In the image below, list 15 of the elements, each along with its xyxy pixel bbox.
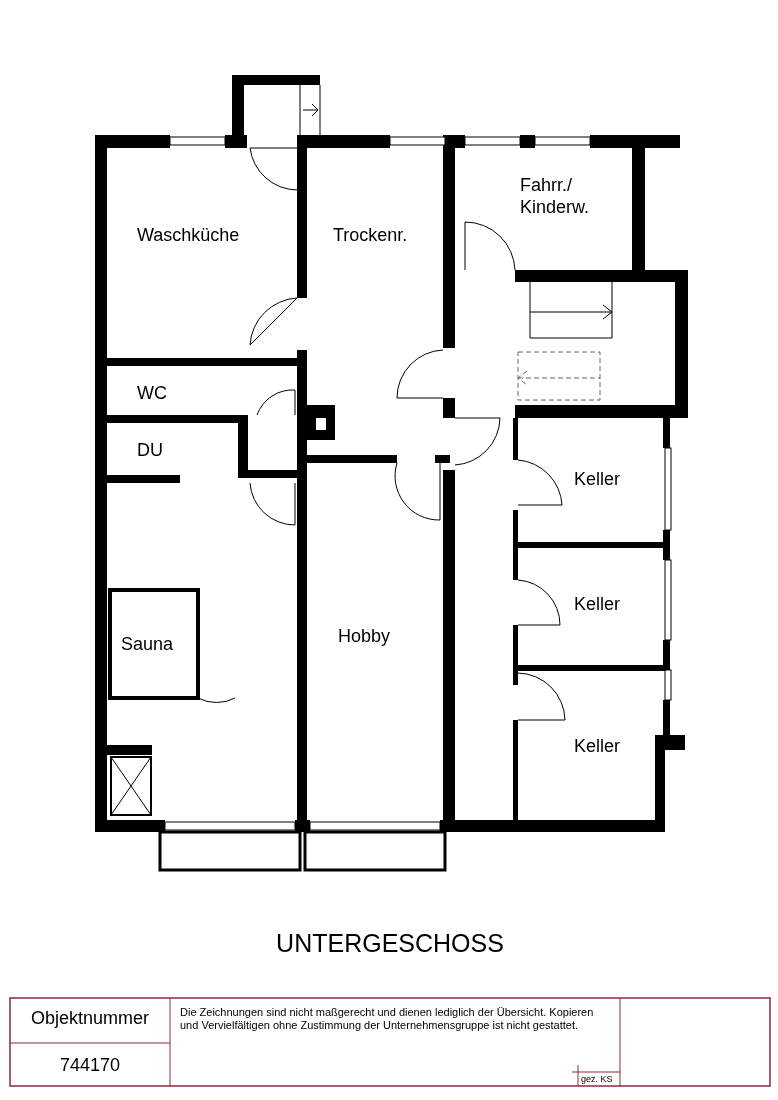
room-label: Fahrr./ Kinderw. bbox=[520, 175, 591, 219]
room-label: Keller bbox=[574, 469, 621, 491]
room-label: Trockenr. bbox=[333, 225, 408, 247]
room-label: Keller bbox=[574, 736, 621, 758]
table-cell-text: 744170 bbox=[58, 1055, 122, 1077]
disclaimer-text: Die Zeichnungen sind nicht maßgerecht und dienen lediglich der Übersicht. Kopieren und Vervielfältigen ohne Zustimmung der Unternehmensgruppe ist nicht gestattet. bbox=[180, 1006, 595, 1033]
room-label: DU bbox=[137, 440, 163, 462]
floor-title: UNTERGESCHOSS bbox=[275, 928, 505, 958]
room-label: Waschküche bbox=[137, 225, 240, 247]
signature-text: gez. KS bbox=[581, 1074, 613, 1085]
room-label: WC bbox=[137, 383, 167, 405]
room-label: Sauna bbox=[121, 634, 174, 656]
room-label: Hobby bbox=[338, 626, 391, 648]
table-cell-text: Objektnummer bbox=[29, 1008, 150, 1030]
room-label: Keller bbox=[574, 594, 621, 616]
